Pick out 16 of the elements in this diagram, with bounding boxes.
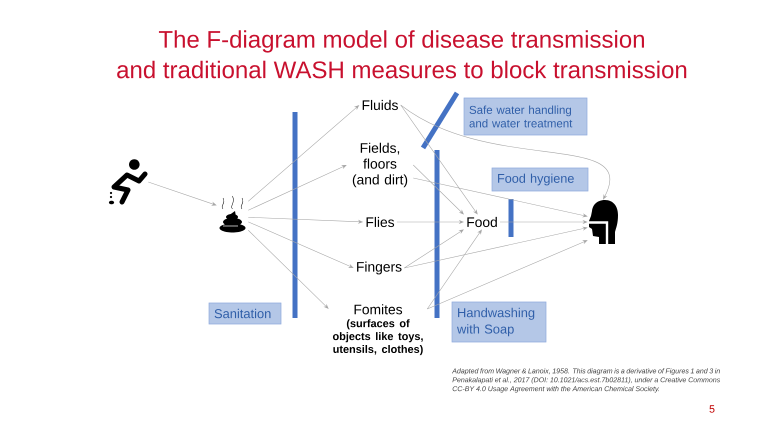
route-label: Fingers bbox=[357, 262, 402, 274]
page-number: 5 bbox=[710, 405, 714, 413]
route-label: Food bbox=[467, 216, 497, 228]
barrier-box: Handwashing with Soap bbox=[452, 302, 546, 342]
route-label: Fluids bbox=[362, 100, 398, 110]
head-icon bbox=[588, 200, 618, 244]
arrow bbox=[248, 105, 360, 202]
barrier-box: Sanitation bbox=[208, 302, 282, 324]
squatting-person-icon bbox=[108, 159, 148, 204]
route-label: Fomites (surfaces of objects like toys, utensils, clothes) bbox=[332, 304, 423, 356]
barrier-box: Food hygiene bbox=[492, 168, 588, 192]
title: The F-diagram model of disease transmission and traditional WASH measures to block transmission bbox=[117, 30, 686, 78]
feces-icon bbox=[220, 196, 246, 232]
barrier-box: Safe water handling and water treatment bbox=[464, 98, 588, 136]
route-label: Fields, floors (and dirt) bbox=[352, 142, 408, 188]
route-label: Flies bbox=[366, 216, 394, 228]
